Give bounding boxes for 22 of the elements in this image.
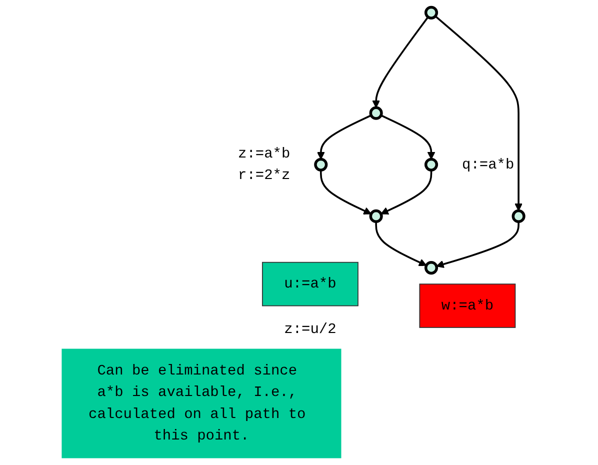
arrow [316, 114, 372, 160]
node-circle [424, 6, 438, 20]
arrow [434, 16, 523, 212]
arrow [320, 170, 372, 214]
node-circle [314, 158, 328, 172]
node-label: z:=a*b [238, 146, 290, 162]
arrow [380, 114, 436, 160]
node-circle [512, 209, 526, 223]
node-box: u:=a*b [262, 262, 358, 306]
node-circle [424, 158, 438, 172]
node-circle [424, 261, 438, 275]
node-box: w:=a*b [419, 284, 516, 328]
node-label: z:=u/2 [284, 321, 336, 338]
node-box: Can be eliminated since a*b is available, I.e., calculated on all path to this point. [62, 348, 342, 458]
node-circle [369, 209, 383, 223]
arrow [380, 170, 432, 214]
arrow [436, 222, 520, 268]
arrow [375, 222, 427, 266]
node-circle [369, 106, 383, 120]
node-label: q:=a*b [462, 156, 514, 173]
arrow [372, 16, 429, 108]
node-label: r:=2*z [238, 167, 290, 184]
